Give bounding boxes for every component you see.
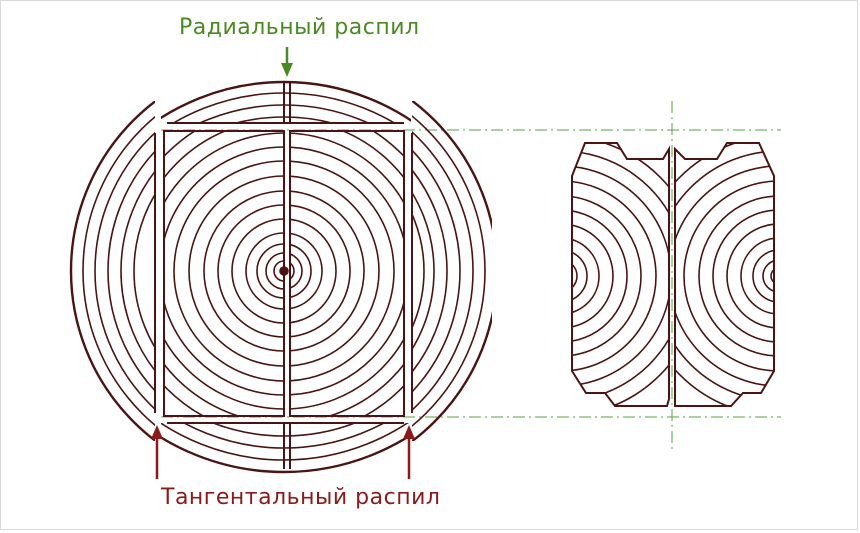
guide-lines bbox=[161, 101, 781, 451]
tangential-cut-arrow-right bbox=[403, 425, 415, 479]
log-bottom-slab bbox=[161, 422, 411, 474]
log-side-slabs bbox=[69, 101, 492, 441]
log-top-slab bbox=[161, 80, 411, 124]
tangential-cut-label: Тангентальный распил bbox=[161, 485, 441, 510]
tangential-cut-arrow-left bbox=[151, 425, 163, 479]
radial-cut-arrow bbox=[281, 47, 293, 77]
radial-cut-label: Радиальный распил bbox=[179, 15, 420, 40]
log-center-cant bbox=[163, 130, 405, 417]
beam-profile bbox=[571, 142, 775, 407]
